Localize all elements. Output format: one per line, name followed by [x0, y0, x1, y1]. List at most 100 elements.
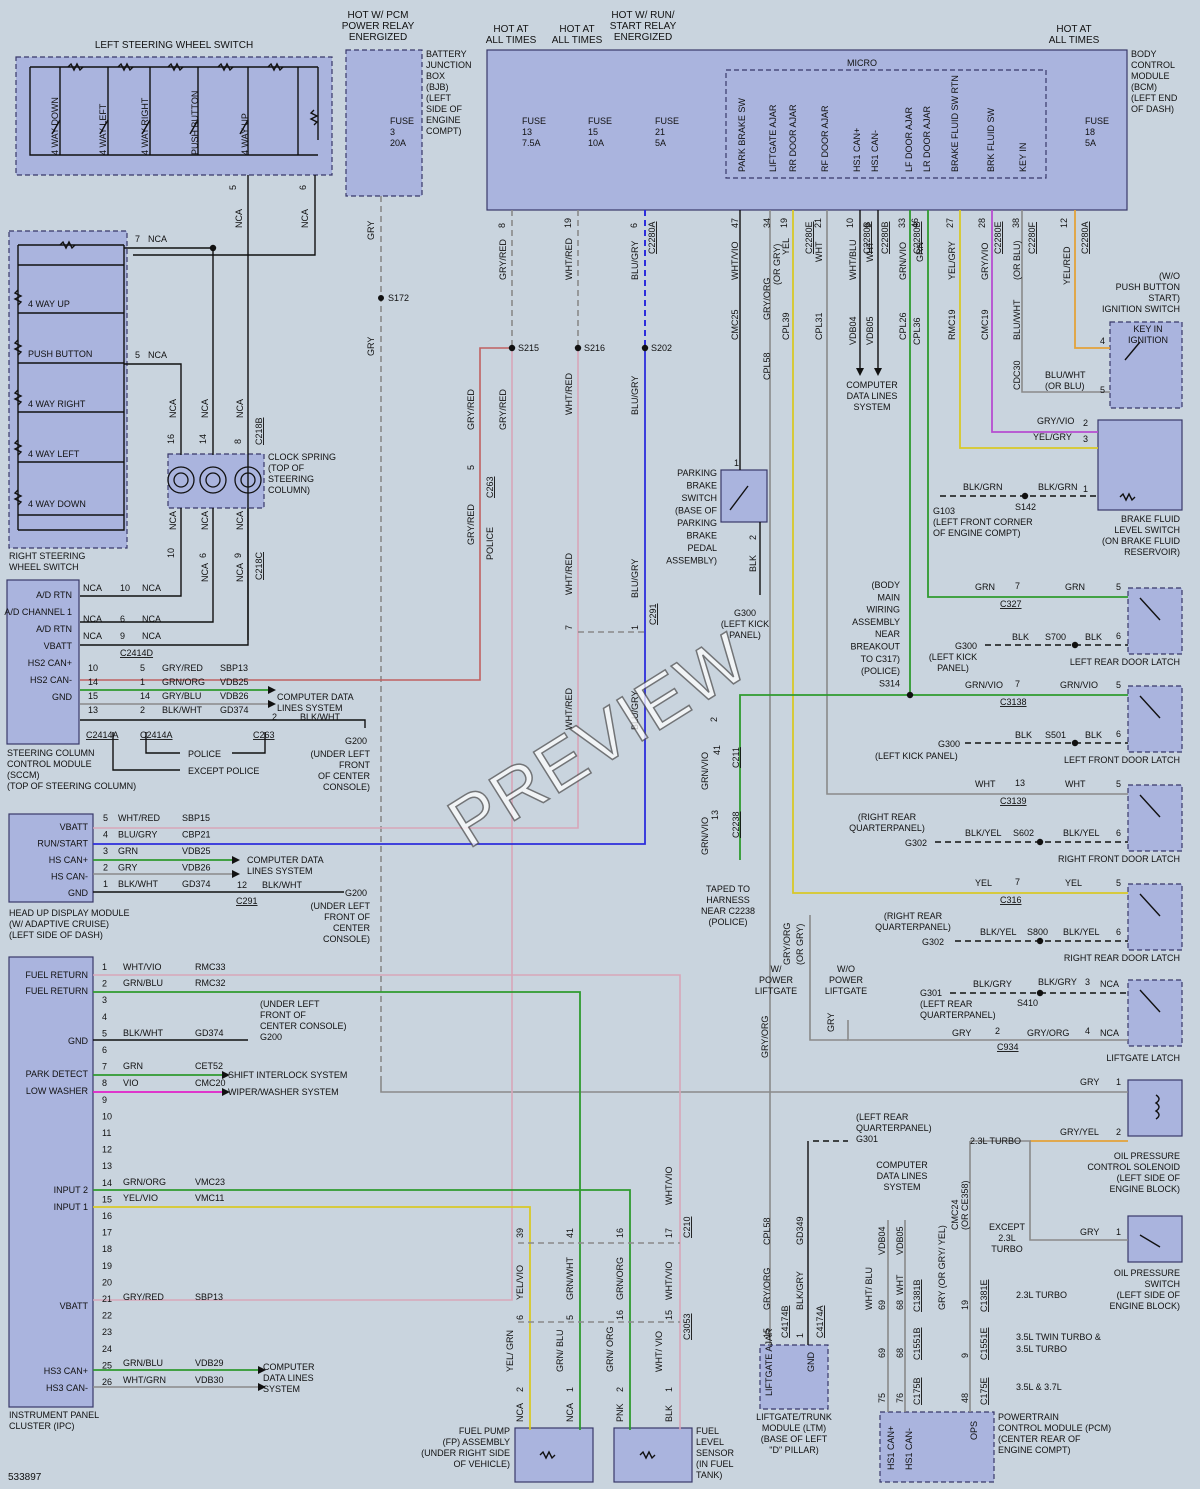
fuel-wht-vio-top: WHT/VIO	[664, 1167, 674, 1206]
ipc-pins-line-4: 5	[102, 1028, 107, 1038]
left-switch-contacts	[51, 119, 249, 135]
clock_spring-conn_top: C218B	[254, 417, 264, 445]
bjb-gry-2: GRY	[366, 337, 376, 356]
rs-nca-7: NCA	[148, 234, 167, 244]
sccm-nca_pins-8: NCA	[142, 631, 161, 641]
hud-label-line-1: (W/ ADAPTIVE CRUISE)	[9, 919, 109, 929]
ipc-pins-line-2: 3	[102, 995, 107, 1005]
bcm-fuses-1-line-0: FUSE	[588, 116, 612, 126]
doors-0-splice: S700	[1045, 632, 1066, 642]
parking_brake-label-line-5: BRAKE	[686, 531, 717, 541]
bcm-computer-data-line-1: DATA LINES	[847, 391, 898, 401]
parking_brake-g300-line-0: G300	[734, 608, 756, 618]
ipc-pins-line-8: 9	[102, 1095, 107, 1105]
sccm-computer-data-line-0: COMPUTER DATA	[277, 692, 354, 702]
body_main-label-line-7: (POLICE)	[861, 666, 900, 676]
hs1-wht-label: WHT	[865, 241, 875, 262]
sccm-rows-line-3: VBATT	[44, 641, 73, 651]
door-1-wire-1: GRN/VIO	[965, 680, 1003, 690]
brake_fluid-label-line-1: LEVEL SWITCH	[1114, 525, 1180, 535]
ipc-row-2: GND	[68, 1036, 89, 1046]
wires_top-circuits-1: CPL58	[762, 352, 772, 380]
brake-fluid-switch-box	[1097, 419, 1183, 511]
ipc-label-line-1: CLUSTER (IPC)	[9, 1421, 75, 1431]
lg-nca-1: NCA	[1100, 979, 1119, 989]
header-hot_pcm-line-1: POWER RELAY	[342, 21, 415, 32]
ipc-g200-line-2: CENTER CONSOLE)	[260, 1021, 347, 1031]
ltm-blk_gry: BLK/GRY	[795, 1271, 805, 1310]
wires_top-circuits-2: CPL39	[781, 312, 791, 340]
ipc-pins-line-3: 4	[102, 1012, 107, 1022]
doors-3-pin3: 6	[1116, 927, 1121, 937]
s410-dot	[1036, 989, 1044, 997]
hud-computer-data-line-0: COMPUTER DATA	[247, 855, 324, 865]
pcm-conns-3: C1551E	[979, 1327, 989, 1360]
bcm-pins-5: 19	[779, 218, 789, 228]
sccm-wires-0-pin: 10	[88, 663, 98, 673]
ipc-pins-line-7: 8	[102, 1078, 107, 1088]
c211-pin2: 13	[710, 810, 720, 820]
parking_brake-g300-line-2: PANEL)	[729, 630, 761, 640]
right_switch-items-line-3: 4 WAY LEFT	[28, 449, 80, 459]
hud-label-line-0: HEAD UP DISPLAY MODULE	[9, 908, 130, 918]
door-1-blk-2: BLK	[1085, 730, 1102, 740]
fuse15-wht-red-label: WHT/RED	[564, 238, 574, 280]
bjb-box	[345, 49, 423, 197]
ipc-pins-line-16: 17	[102, 1228, 112, 1238]
hud-g200_desc-line-0: (UNDER LEFT	[310, 901, 370, 911]
hud-g200_desc-line-2: CENTER	[333, 923, 371, 933]
ipc-pins-line-0: 1	[102, 962, 107, 972]
fuel-sender-resistors	[539, 492, 1136, 1460]
sccm-wires-0-color: GRY/RED	[162, 663, 203, 673]
hud-g200_desc-line-3: CONSOLE)	[323, 934, 370, 944]
rs-nca-5: NCA	[148, 350, 167, 360]
bcm-pins-10: 46	[910, 218, 920, 228]
bcm-pins-4: 34	[762, 218, 772, 228]
clock_spring-label-line-1: (TOP OF	[268, 463, 305, 473]
left_switch-buttons-2: 4 WAY RIGHT	[140, 97, 150, 155]
taped-line-1: HARNESS	[706, 895, 750, 905]
bcm-inputs-9: BRK FLUID SW	[986, 107, 996, 172]
pcm-pins-5: 9	[960, 1353, 970, 1358]
pcm-computer-data-line-1: DATA LINES	[877, 1171, 928, 1181]
body_main-label-line-3: ASSEMBLY	[852, 617, 900, 627]
brake_fluid-pins-0: 2	[1083, 418, 1088, 428]
hud-wires-3-circuit: VDB26	[182, 863, 211, 873]
oil-solenoid-line-3: ENGINE BLOCK)	[1109, 1184, 1180, 1194]
body_main-label-line-4: NEAR	[875, 629, 901, 639]
pcm-computer-data-line-0: COMPUTER	[876, 1160, 928, 1170]
fuel-pnk: PNK	[615, 1403, 625, 1422]
door-1-wire-2: GRN/VIO	[1060, 680, 1098, 690]
fuel-nca-2: NCA	[565, 1403, 575, 1422]
g200-pin: 2	[272, 712, 277, 722]
hud-computer-data-line-1: LINES SYSTEM	[247, 866, 313, 876]
right-switch-rungs	[18, 264, 124, 516]
door-0-wire-2: GRN	[1065, 582, 1085, 592]
clock-spring-box	[167, 453, 265, 509]
wires_top-circuits-3: CPL31	[814, 312, 824, 340]
ipc-pins-line-24: 25	[102, 1360, 112, 1370]
body_main-label-line-0: (BODY	[871, 580, 900, 590]
bjb-fuse-line-0: FUSE	[390, 116, 414, 126]
wires_top-blu_wht: BLU/WHT	[1012, 299, 1022, 340]
parking_brake-label-line-6: PEDAL	[687, 543, 717, 553]
latch-contacts	[729, 341, 1161, 1248]
hs1-can-wires	[859, 210, 879, 370]
clock-spring-coil-3	[234, 466, 262, 494]
wires_top-circuits-5: VDB05	[865, 316, 875, 345]
c211-wire-1: GRN/VIO	[700, 752, 710, 790]
brake_fluid-pins-2: 1	[1083, 484, 1088, 494]
oil-solenoid-box	[1127, 1079, 1183, 1137]
door-2-wire-1: WHT	[975, 779, 996, 789]
pcm-conns-0: C1381B	[912, 1279, 922, 1312]
pcm-cmc24: CMC24	[950, 1199, 960, 1230]
hud-wires-4-pin: 1	[103, 879, 108, 889]
lg-blk-gry-2: BLK/GRY	[1038, 977, 1077, 987]
wires_top-wht_vio: WHT/VIO	[730, 242, 740, 281]
lg-gry-org-1: GRY/ORG	[782, 923, 792, 965]
door-3-blk-2: BLK/YEL	[1063, 927, 1100, 937]
hud-wires-0-circuit: SBP15	[182, 813, 210, 823]
ipc-row-8: HS3 CAN+	[44, 1366, 88, 1376]
parking_brake-label-line-7: ASSEMBLY)	[666, 556, 717, 566]
pcm-pins-2: 19	[960, 1300, 970, 1310]
